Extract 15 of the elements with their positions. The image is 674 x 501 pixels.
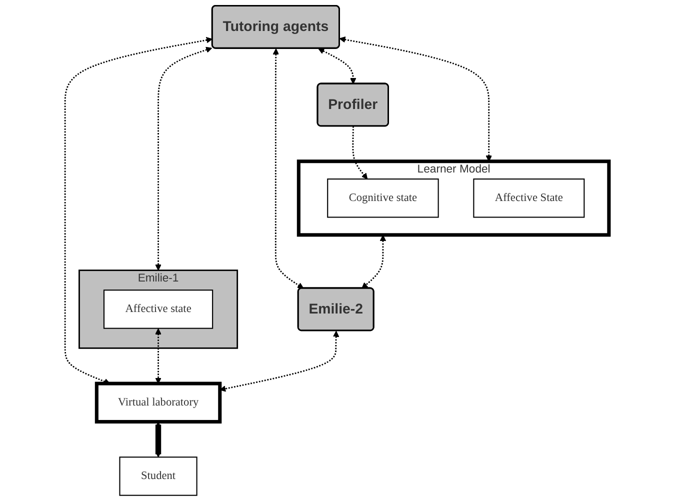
arrow [155, 422, 162, 458]
node-box: Virtual laboratory [94, 382, 222, 424]
node-box: Cognitive state [327, 178, 439, 218]
arrow [155, 46, 212, 271]
arrow [362, 234, 386, 289]
arrow [220, 330, 340, 392]
arrow [352, 126, 368, 180]
arrow [64, 36, 212, 384]
arrow [318, 48, 356, 84]
arrow [272, 48, 304, 289]
arrow [339, 36, 492, 162]
arrow [155, 328, 162, 384]
node-box: Student [119, 456, 198, 496]
node-box: Affective state [103, 290, 214, 329]
node-box: Affective State [473, 178, 585, 218]
